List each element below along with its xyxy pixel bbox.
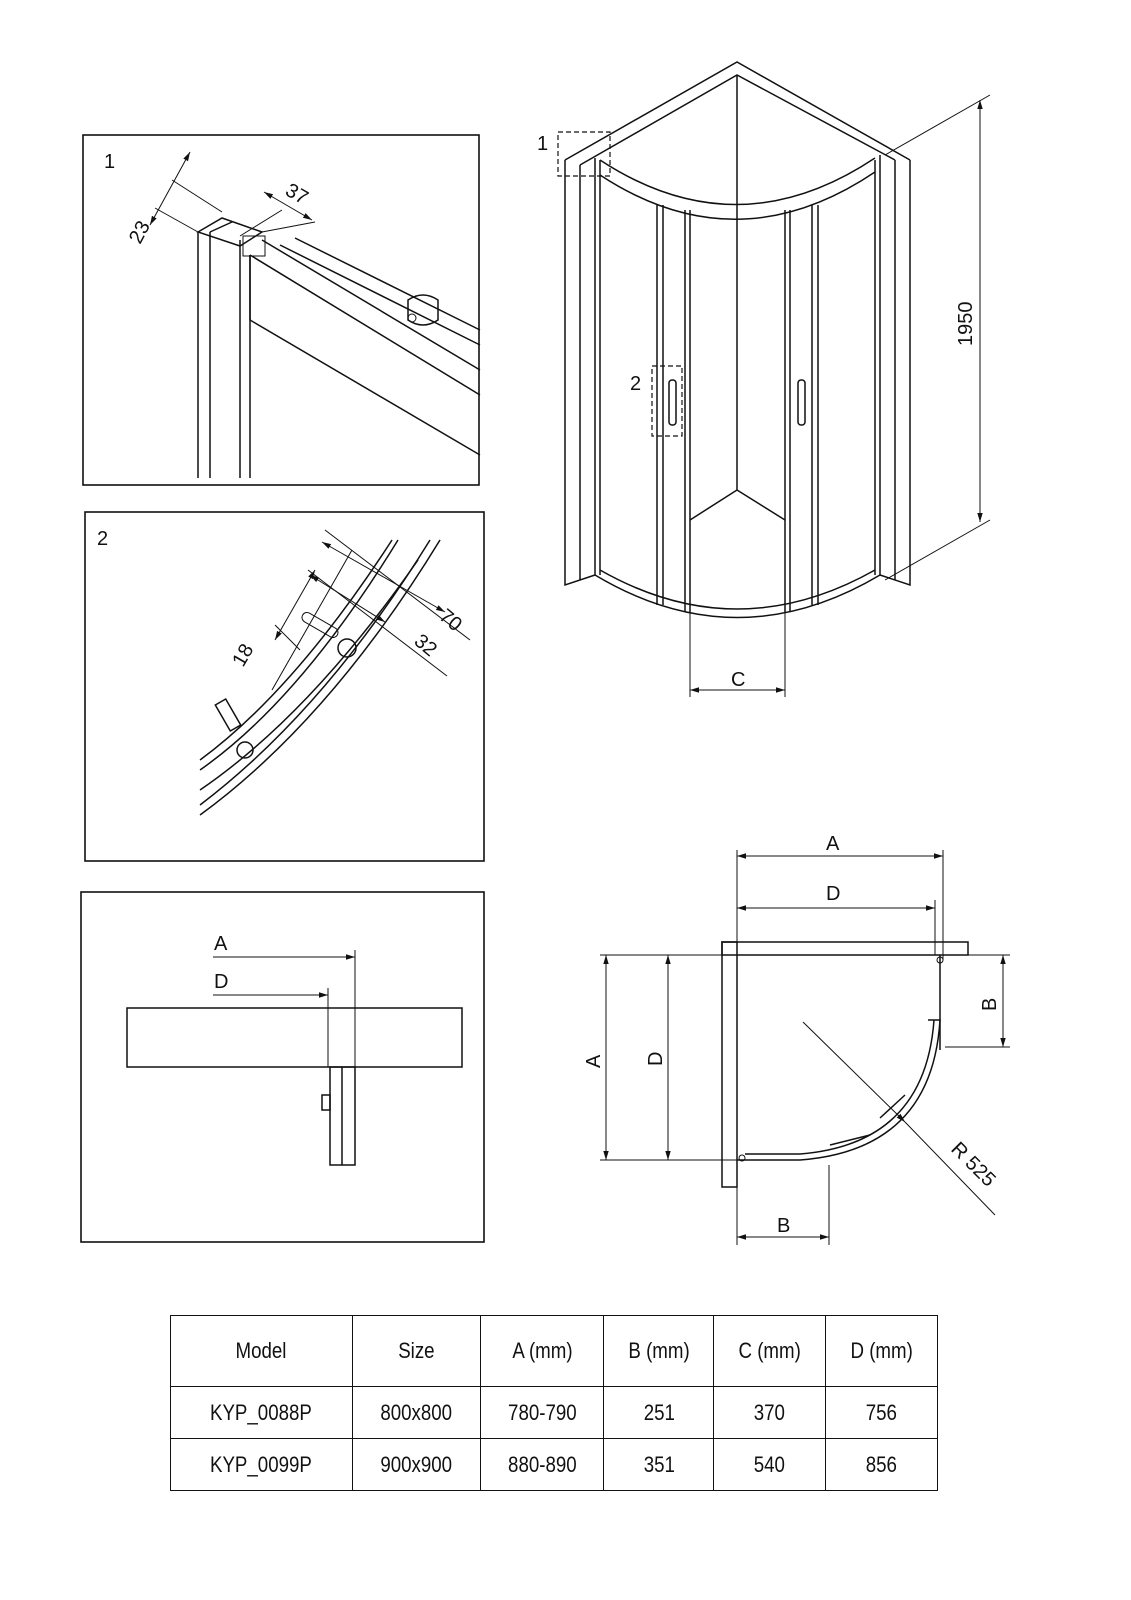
cell-a: 880-890 — [508, 1451, 577, 1477]
detail-2-panel: 2 70 32 18 — [84, 511, 485, 862]
cell-b: 351 — [643, 1451, 675, 1477]
detail-3-panel: A D — [80, 891, 485, 1243]
cell-c: 540 — [754, 1451, 786, 1477]
cell-size: 900x900 — [380, 1451, 453, 1477]
cell-d: 756 — [865, 1399, 898, 1425]
header-d: D (mm) — [850, 1338, 913, 1363]
detail-1-label: 1 — [104, 151, 115, 173]
table-row: KYP_0088P 800x800 780-790 251 370 756 — [170, 1386, 938, 1439]
plan-label-a-top: A — [826, 833, 840, 855]
header-cell: A (mm) — [480, 1315, 605, 1387]
plan-label-b-right: B — [979, 998, 1001, 1011]
detail-3-label-a: A — [214, 933, 228, 955]
header-cell: D (mm) — [825, 1315, 938, 1387]
cell-model: KYP_0088P — [210, 1399, 313, 1425]
height-dimension: 1950 — [955, 302, 977, 347]
table-cell: 540 — [713, 1438, 827, 1491]
cell-c: 370 — [754, 1399, 786, 1425]
plan-label-d-left: D — [645, 1052, 667, 1066]
cell-size: 800x800 — [380, 1399, 453, 1425]
detail-1-panel: 1 23 37 — [82, 134, 481, 486]
table-cell: 880-890 — [480, 1438, 605, 1491]
table-cell: 780-790 — [480, 1386, 605, 1439]
dimension-c-label: C — [731, 669, 745, 691]
header-cell: B (mm) — [603, 1315, 715, 1387]
callout-2-label: 2 — [630, 373, 641, 395]
header-model: Model — [235, 1338, 287, 1363]
table-cell: KYP_0088P — [170, 1386, 353, 1439]
perspective-view: 1 2 1950 C — [537, 61, 991, 697]
table-cell: 756 — [825, 1386, 938, 1439]
plan-view: A D A D B R 525 B — [583, 833, 1010, 1245]
table-cell: 900x900 — [351, 1438, 482, 1491]
cell-a: 780-790 — [508, 1399, 577, 1425]
cell-model: KYP_0099P — [210, 1451, 313, 1477]
table-cell: 370 — [713, 1386, 827, 1439]
detail-3-label-d: D — [214, 971, 228, 993]
header-cell: Model — [170, 1315, 353, 1387]
callout-box-1 — [557, 131, 611, 177]
table-cell: 856 — [825, 1438, 938, 1491]
table-header-row: Model Size A (mm) B (mm) C (mm) D (mm) — [170, 1315, 938, 1387]
header-c: C (mm) — [738, 1338, 801, 1363]
plan-label-a-left: A — [583, 1054, 605, 1068]
detail-2-label: 2 — [97, 528, 108, 550]
table-cell: 351 — [603, 1438, 715, 1491]
header-a: A (mm) — [512, 1338, 573, 1363]
header-b: B (mm) — [628, 1338, 690, 1363]
plan-label-d-top: D — [826, 883, 840, 905]
plan-label-b-bottom: B — [777, 1215, 790, 1237]
cell-b: 251 — [643, 1399, 675, 1425]
plan-radius-label: R 525 — [946, 1138, 999, 1191]
header-cell: C (mm) — [713, 1315, 827, 1387]
model-dimensions-table: Model Size A (mm) B (mm) C (mm) D (mm) K… — [170, 1315, 938, 1491]
table-row: KYP_0099P 900x900 880-890 351 540 856 — [170, 1438, 938, 1491]
callout-box-2 — [651, 365, 683, 437]
table-cell: KYP_0099P — [170, 1438, 353, 1491]
table-cell: 251 — [603, 1386, 715, 1439]
table-cell: 800x800 — [351, 1386, 482, 1439]
header-size: Size — [398, 1338, 435, 1363]
callout-1-label: 1 — [537, 133, 548, 155]
header-cell: Size — [351, 1315, 482, 1387]
cell-d: 856 — [865, 1451, 898, 1477]
